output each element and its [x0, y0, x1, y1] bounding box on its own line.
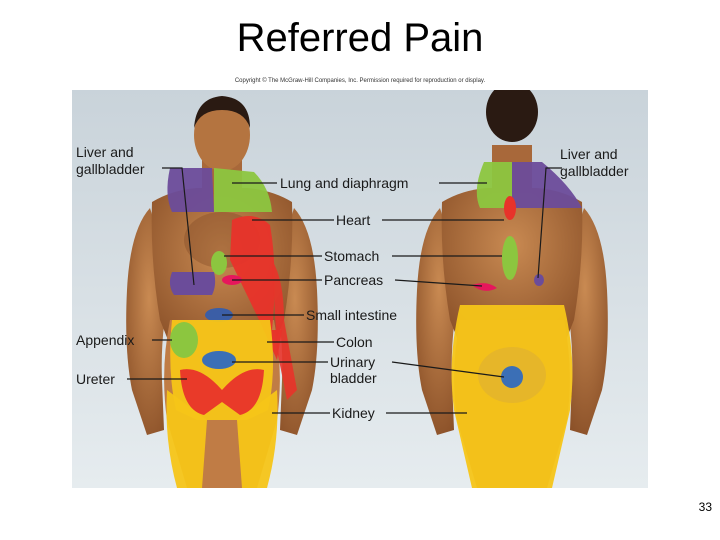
label-lung-diaphragm: Lung and diaphragm — [280, 175, 408, 191]
label-stomach: Stomach — [324, 248, 379, 264]
label-kidney: Kidney — [332, 405, 375, 421]
front-urinary-bladder-zone — [202, 351, 236, 369]
label-ureter: Ureter — [76, 371, 115, 387]
front-kidney-leg-zone-right — [237, 390, 278, 488]
back-pancreas-zone — [472, 283, 497, 291]
front-appendix-zone — [170, 322, 198, 358]
front-small-intestine-zone — [205, 308, 233, 322]
label-liver-left: Liver and gallbladder — [76, 144, 145, 177]
label-small-intestine: Small intestine — [306, 307, 397, 323]
label-colon: Colon — [336, 334, 373, 350]
leader-urinary-back — [391, 361, 505, 378]
leader-lines — [127, 167, 562, 414]
label-pancreas: Pancreas — [324, 272, 383, 288]
front-kidney-leg-zone-left — [166, 390, 207, 488]
front-stomach-zone — [211, 251, 227, 275]
back-stomach-zone — [502, 236, 518, 280]
referred-pain-figure: Liver and gallbladder Liver and gallblad… — [72, 90, 648, 488]
leader-liver-right — [537, 167, 562, 279]
front-liver-lower-zone — [169, 272, 216, 295]
front-lung-diaphragm-zone — [214, 168, 272, 212]
back-heart-zone — [504, 196, 516, 220]
slide-number: 33 — [698, 500, 712, 514]
back-liver-lower-zone — [534, 274, 544, 286]
label-urinary-bladder: Urinary bladder — [330, 354, 379, 386]
label-heart: Heart — [336, 212, 370, 228]
front-liver-gallbladder-zone — [167, 168, 214, 212]
back-lung-diaphragm-zone — [476, 162, 512, 208]
front-ureter-zone — [180, 369, 264, 415]
back-urinary-bladder-zone — [501, 366, 523, 388]
label-liver-right: Liver and gallbladder — [560, 146, 629, 179]
front-heart-arm-zone — [272, 260, 297, 400]
back-liver-gallbladder-zone — [512, 162, 582, 208]
copyright-notice: Copyright © The McGraw-Hill Companies, I… — [234, 78, 486, 84]
slide-title: Referred Pain — [236, 16, 484, 60]
leader-liver-left — [162, 167, 195, 286]
leader-pancreas-back — [394, 279, 483, 287]
label-appendix: Appendix — [76, 332, 134, 348]
